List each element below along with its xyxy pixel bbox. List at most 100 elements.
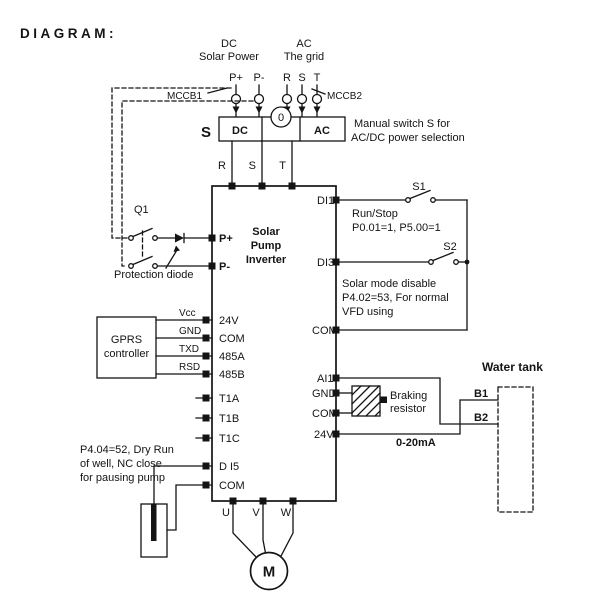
gprs-wires bbox=[155, 319, 213, 375]
inverter-name-line1: Solar bbox=[252, 226, 280, 238]
solar-mode-note-line2: P4.02=53, For normal bbox=[342, 292, 449, 304]
terminal-square-di3 bbox=[332, 258, 340, 266]
gprs-txd-label: TXD bbox=[179, 344, 199, 355]
inverter-body: Solar Pump Inverter bbox=[211, 185, 337, 502]
dc-minus-dashed-route bbox=[121, 100, 254, 267]
terminal-label-s: S bbox=[298, 72, 305, 84]
inverter-com-label: COM bbox=[219, 333, 245, 345]
q1-label: Q1 bbox=[134, 204, 149, 216]
s1-label: S1 bbox=[412, 181, 425, 193]
terminal-square-com2 bbox=[332, 409, 340, 417]
inverter-p-minus-label: P- bbox=[219, 261, 230, 273]
inverter-di1-label: DI1 bbox=[317, 195, 334, 207]
terminal-square-u bbox=[229, 497, 237, 505]
inverter-ai1-label: AI1 bbox=[317, 373, 334, 385]
inverter-com-bottom-label: COM bbox=[219, 480, 245, 492]
manual-switch: S DC 0 AC Manual switch S for AC/DC powe… bbox=[201, 106, 465, 144]
mccb1-pointer-line bbox=[207, 87, 228, 94]
gprs-rsd-label: RSD bbox=[179, 362, 200, 373]
s2-contact bbox=[428, 259, 434, 265]
terminal-square-com-bottom bbox=[202, 481, 210, 489]
inverter-t1c-label: T1C bbox=[219, 433, 240, 445]
dc-source-label-line2: Solar Power bbox=[199, 51, 259, 63]
motor-wire-w bbox=[279, 503, 294, 559]
diode-icon bbox=[175, 233, 184, 243]
mccb2-pointer-line bbox=[311, 88, 326, 95]
dry-run-note-line2: of well, NC close bbox=[80, 458, 162, 470]
phase-label-s: S bbox=[249, 160, 256, 172]
braking-resistor-label-line2: resistor bbox=[390, 403, 426, 415]
motor-label: M bbox=[263, 564, 276, 581]
motor-wire-u bbox=[232, 503, 258, 559]
relay-outputs: T1A T1B T1C bbox=[195, 393, 240, 445]
output-w-label: W bbox=[281, 507, 292, 519]
terminal-circle-t bbox=[311, 93, 323, 105]
dry-run-circuit: P4.04=52, Dry Run of well, NC close for … bbox=[80, 444, 245, 558]
s2-label: S2 bbox=[443, 241, 456, 253]
motor-output: U V W M bbox=[222, 497, 297, 591]
motor-wire-v bbox=[262, 503, 267, 554]
braking-resistor-hatch bbox=[351, 385, 381, 417]
q1-lever-pole2 bbox=[132, 255, 153, 266]
rail-junction-dot bbox=[464, 259, 470, 265]
terminal-square-com-right bbox=[332, 326, 340, 334]
terminal-square-v bbox=[259, 497, 267, 505]
q1-contact bbox=[128, 235, 134, 241]
di5-wire bbox=[153, 465, 213, 505]
s2-lever bbox=[432, 251, 454, 262]
inverter-485a-label: 485A bbox=[219, 351, 245, 363]
switch-position-zero: 0 bbox=[278, 112, 284, 124]
water-tank-shape bbox=[497, 386, 534, 513]
phase-wires bbox=[231, 140, 293, 184]
gprs-name-line1: GPRS bbox=[111, 334, 142, 346]
protection-diode-label: Protection diode bbox=[114, 269, 194, 281]
s1-lever bbox=[409, 189, 431, 200]
sensor-electrode bbox=[151, 504, 157, 541]
pointer-arrow-icon bbox=[173, 245, 180, 252]
braking-resistor-terminal bbox=[380, 396, 387, 403]
inverter-com2-label: COM bbox=[312, 408, 338, 420]
terminal-circle-p-plus bbox=[230, 93, 242, 105]
ac-source-label-line2: The grid bbox=[284, 51, 324, 63]
switch-name-label: S bbox=[201, 124, 211, 141]
terminal-circle-s bbox=[296, 93, 308, 105]
terminal-square-w bbox=[289, 497, 297, 505]
dc-plus-dashed-route bbox=[111, 87, 232, 239]
terminal-square-t1b bbox=[202, 414, 210, 422]
terminal-square-di5 bbox=[202, 462, 210, 470]
inverter-name-line3: Inverter bbox=[246, 254, 287, 266]
page-title: DIAGRAM: bbox=[20, 26, 117, 41]
signal-range-label: 0-20mA bbox=[396, 437, 436, 449]
terminal-label-p-plus: P+ bbox=[229, 72, 243, 84]
terminal-label-p-minus: P- bbox=[254, 72, 265, 84]
s2-contact bbox=[453, 259, 459, 265]
b2-label: B2 bbox=[474, 412, 488, 424]
dry-run-note-line3: for pausing pump bbox=[80, 472, 165, 484]
switch-note-line1: Manual switch S for bbox=[354, 118, 450, 130]
analog-circuit: Braking resistor AI1 GND COM 24V Water t… bbox=[312, 360, 543, 513]
inverter-24v-label: 24V bbox=[219, 315, 239, 327]
s1-contact bbox=[430, 197, 436, 203]
dc-source-label-line1: DC bbox=[221, 38, 237, 50]
terminal-square-gnd bbox=[332, 389, 340, 397]
dc-input-circuit: Q1 Protection diode P+ P- bbox=[111, 87, 254, 281]
com-bottom-wire bbox=[166, 484, 213, 531]
inverter-t1b-label: T1B bbox=[219, 413, 239, 425]
b1-label: B1 bbox=[474, 388, 488, 400]
gprs-controller: GPRS controller Vcc GND TXD RSD 24V COM … bbox=[96, 308, 245, 381]
solar-mode-note-line1: Solar mode disable bbox=[342, 278, 436, 290]
terminal-square-com bbox=[202, 334, 210, 342]
gprs-box bbox=[96, 316, 157, 379]
run-stop-label: Run/Stop bbox=[352, 208, 398, 220]
terminal-square-ai1 bbox=[332, 374, 340, 382]
output-u-label: U bbox=[222, 507, 230, 519]
s1-contact bbox=[405, 197, 411, 203]
terminal-square-p-minus bbox=[208, 262, 216, 270]
switch-box-dividers bbox=[261, 116, 301, 142]
inverter-di3-label: DI3 bbox=[317, 257, 334, 269]
protection-diode-pointer bbox=[165, 249, 178, 269]
inverter-box bbox=[211, 185, 337, 502]
terminal-square-24v bbox=[202, 316, 210, 324]
